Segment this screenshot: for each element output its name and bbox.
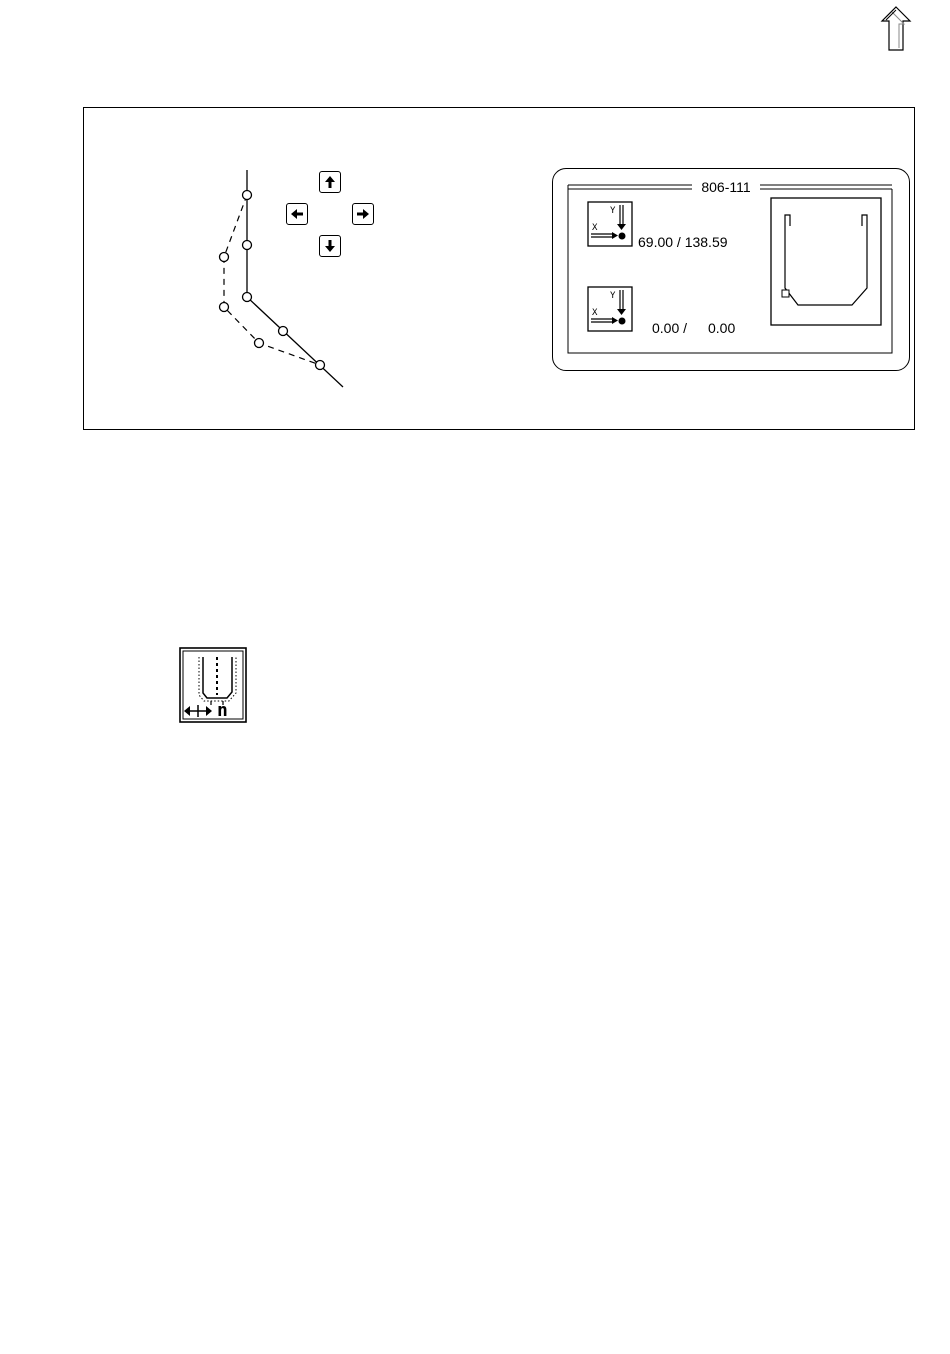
arrow-left-key[interactable] <box>286 203 308 225</box>
arrow-right-key[interactable] <box>352 203 374 225</box>
pocket-width-key-icon[interactable] <box>179 647 247 723</box>
pocket-count-letter: n <box>217 702 228 720</box>
arrow-up-key[interactable] <box>319 171 341 193</box>
arrow-up-icon <box>324 175 336 189</box>
display-screen: Y X Y X <box>552 168 910 371</box>
coordinate-readout-offset-x: 0.00 / <box>652 320 687 336</box>
coordinate-readout-offset-y: 0.00 <box>708 320 735 336</box>
seam-path-diagram <box>195 165 365 395</box>
svg-text:Y: Y <box>610 291 616 301</box>
arrow-down-key[interactable] <box>319 235 341 257</box>
pocket-outline-preview-icon <box>771 198 881 325</box>
program-number-label: 806-111 <box>692 179 760 195</box>
arrow-down-icon <box>324 239 336 253</box>
xy-coordinate-icon: Y X <box>588 202 632 246</box>
svg-text:Y: Y <box>610 206 616 216</box>
arrow-right-icon <box>356 208 370 220</box>
arrow-left-icon <box>290 208 304 220</box>
xy-coordinate-icon: Y X <box>588 287 632 331</box>
svg-text:X: X <box>592 223 598 233</box>
coordinate-readout-current: 69.00 / 138.59 <box>638 234 728 250</box>
double-up-arrow-icon[interactable] <box>876 4 916 54</box>
svg-text:X: X <box>592 308 598 318</box>
